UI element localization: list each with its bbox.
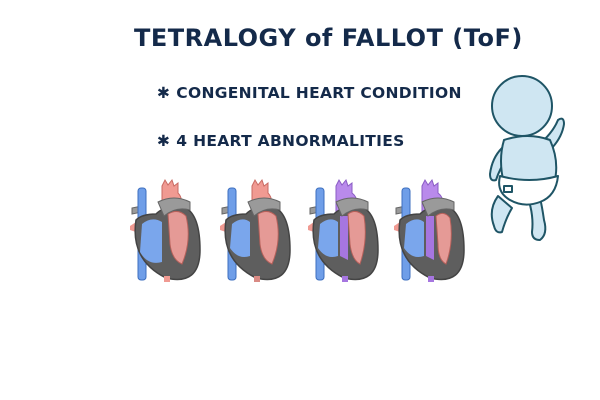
asterisk-icon: ✱ [157,84,171,102]
baby-icon [489,75,565,241]
bullet-abnormalities: ✱ 4 HEART ABNORMALITIES [157,132,405,150]
bullet-text: 4 HEART ABNORMALITIES [176,132,405,150]
heart-abnormality-1-icon [220,178,291,282]
slide-title: TETRALOGY of FALLOT (ToF) [134,24,523,52]
heart-normal-icon [130,178,201,282]
asterisk-icon: ✱ [157,132,171,150]
heart-abnormality-3-icon [394,178,465,282]
bullet-text: CONGENITAL HEART CONDITION [176,84,462,102]
heart-abnormality-2-icon [308,178,379,282]
bullet-congenital: ✱ CONGENITAL HEART CONDITION [157,84,462,102]
